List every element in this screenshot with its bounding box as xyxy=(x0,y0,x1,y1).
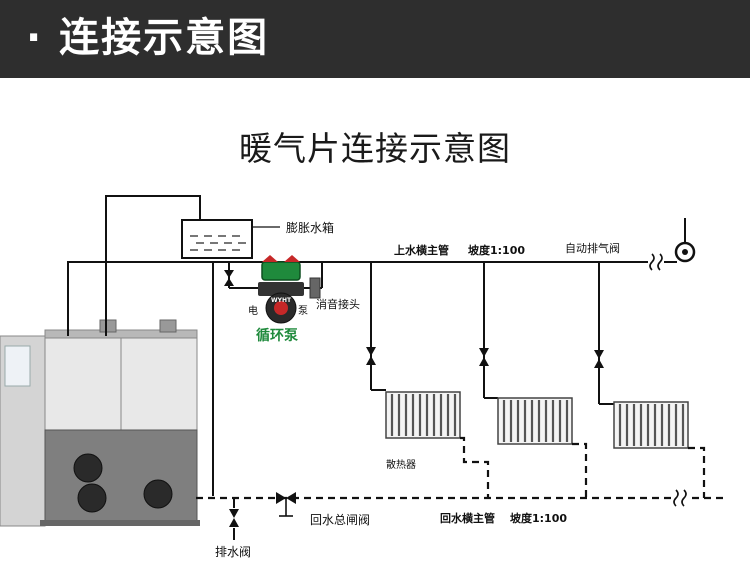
expansion-pipe xyxy=(105,195,201,336)
expansion-tank xyxy=(181,219,280,259)
valve-drain xyxy=(229,509,239,527)
label-supply-main: 上水横主管 xyxy=(394,243,449,257)
label-supply-slope: 坡度1:100 xyxy=(468,243,525,257)
valve-branch-1 xyxy=(366,347,376,365)
boiler xyxy=(0,319,200,527)
label-pump: 循环泵 xyxy=(256,327,298,344)
return-break-mark xyxy=(673,489,687,507)
muffler-joint xyxy=(309,277,321,299)
boiler-door-upper xyxy=(73,453,103,483)
boiler-door-right xyxy=(143,479,173,509)
label-muffler: 消音接头 xyxy=(316,297,360,311)
label-radiator: 散热器 xyxy=(386,458,416,471)
label-pump-suffix: 泵 xyxy=(298,305,308,317)
boiler-control-panel xyxy=(4,345,31,387)
label-drain-valve: 排水阀 xyxy=(215,545,251,559)
circulation-pump xyxy=(258,255,321,324)
header-banner: · 连接示意图 xyxy=(0,0,750,78)
valve-branch-2 xyxy=(479,348,489,366)
radiator-3 xyxy=(613,401,689,449)
pipe-break-mark xyxy=(649,253,663,271)
supply-main-pipe xyxy=(67,261,648,336)
label-expansion-tank: 膨胀水箱 xyxy=(286,220,334,235)
label-pump-brand: WYHT xyxy=(271,297,292,304)
return-pipes xyxy=(196,436,724,500)
label-return-main: 回水横主管 xyxy=(440,511,495,525)
label-return-valve: 回水总闸阀 xyxy=(310,513,370,527)
banner-title: · 连接示意图 xyxy=(26,15,270,61)
label-air-vent: 自动排气阀 xyxy=(565,241,620,255)
label-pump-elec: 电 xyxy=(248,304,258,317)
diagram-title: 暖气片连接示意图 xyxy=(239,129,511,168)
radiator-2 xyxy=(497,397,573,445)
radiator-1 xyxy=(385,391,461,439)
valve-pump-bypass xyxy=(224,270,234,286)
valve-branch-3 xyxy=(594,350,604,368)
label-return-slope: 坡度1:100 xyxy=(510,511,567,525)
boiler-door-lower xyxy=(77,483,107,513)
valves xyxy=(224,270,604,527)
